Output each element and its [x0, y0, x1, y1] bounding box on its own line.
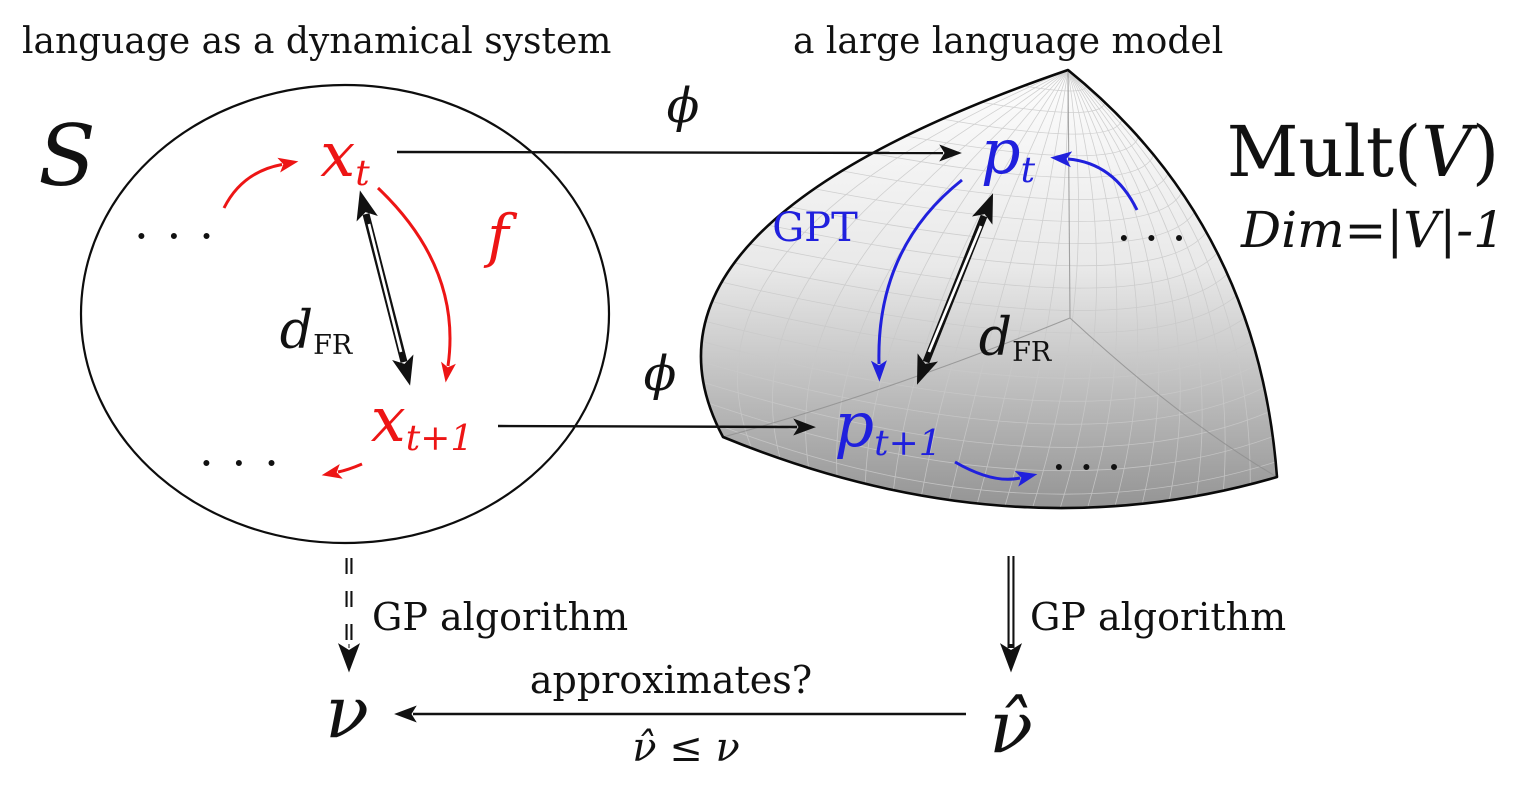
nu-hat-label: ν̂	[989, 685, 1033, 769]
blue-arrow-into-pt	[1050, 151, 1139, 211]
dimension-label: Dim=|V|-1	[1241, 201, 1505, 259]
inequality-label: ν̂ ≤ ν	[632, 725, 740, 771]
ellipsis-circle-upper: ···	[134, 209, 232, 263]
sphere-outline	[699, 68, 1279, 510]
phi-label-top: ϕ	[666, 78, 700, 134]
red-arrow-out-xt1	[321, 462, 363, 479]
dist-pt: pt	[980, 115, 1036, 191]
map-label-f: f	[487, 202, 509, 270]
phi-arrow-top	[396, 144, 962, 162]
title-llm: a large language model	[793, 21, 1224, 62]
state-xt1: xt+1	[370, 383, 474, 459]
ellipsis-circle-lower: ···	[199, 436, 297, 490]
title-dynamical-system: language as a dynamical system	[22, 21, 612, 62]
metric-dfr-sphere: dFR	[978, 308, 1052, 369]
phi-arrow-bottom	[497, 418, 816, 436]
ellipsis-sphere-lower: ···	[1051, 440, 1135, 494]
gp-algorithm-label-right: GP algorithm	[1030, 595, 1287, 639]
dist-pt1: pt+1	[834, 388, 942, 464]
blue-arrow-out-pt1	[954, 460, 1038, 487]
red-f-arrow	[376, 186, 456, 383]
dfr-arrow-sphere	[916, 193, 994, 385]
gp-algorithm-label-left: GP algorithm	[372, 595, 629, 639]
space-label-S: S	[38, 107, 96, 205]
red-arrow-into-xt	[222, 157, 299, 209]
metric-dfr-left: dFR	[279, 301, 353, 362]
ellipsis-sphere-upper: ···	[1116, 211, 1200, 265]
state-space-circle	[79, 83, 611, 545]
phi-label-bottom: ϕ	[643, 346, 677, 402]
approximates-label: approximates?	[529, 658, 813, 702]
sphere-inner-edges	[722, 71, 1278, 478]
state-xt: xt	[320, 118, 370, 194]
space-label-mult: Mult(V)	[1226, 111, 1500, 193]
map-label-gpt: GPT	[772, 205, 858, 251]
dfr-arrow-left	[356, 190, 414, 386]
nu-label: ν	[325, 670, 369, 754]
